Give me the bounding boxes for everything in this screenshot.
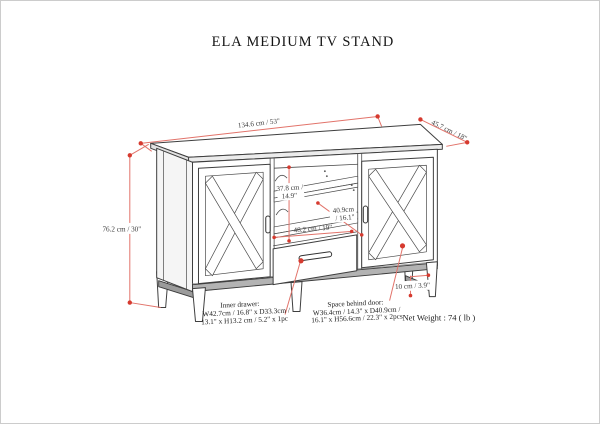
left-side-panel [156, 147, 194, 293]
opening-width-label: 48.2 cm / 19" [293, 223, 332, 234]
leader-inner-drawer [284, 258, 304, 315]
shelf-pin-hole [352, 189, 355, 191]
cable-cutout [275, 208, 289, 216]
opening-height-label-line2: 14.9" [281, 192, 297, 201]
space-behind-door-note: Space behind door: W36.4cm / 14.3" x D40… [311, 298, 403, 324]
inner-drawer-note-title: Inner drawer: [220, 300, 260, 310]
middle-leg [290, 281, 303, 313]
left-door [197, 163, 271, 285]
leg-height-label: 10 cm / 3.9" [395, 281, 431, 291]
inner-drawer-note-line1: W42.7cm / 16.8" x D33.3cm / [202, 307, 291, 319]
space-behind-door-note-line2: 16.1" x H56.6cm / 22.3" x 2pcs [311, 312, 403, 324]
inner-drawer-note-line2: 13.1" x H13.2 cm / 5.2" x 1pc [201, 315, 288, 327]
opening-height-label-line1: 37.8 cm / [276, 183, 303, 193]
dimension-height: 76.2 cm / 30" [95, 143, 161, 309]
front-right-leg [425, 261, 438, 298]
dimension-opening-height: 37.8 cm / 14.9" [276, 165, 305, 243]
shelf-pin-hole [350, 184, 353, 187]
space-behind-door-note-line1: W36.4cm / 14.3" x D40.9cm / [313, 306, 402, 318]
drawer-front [272, 234, 358, 286]
dimension-shelf-depth: 40.9cm / 16.1" [316, 201, 364, 237]
door-x-brace [205, 175, 264, 270]
cable-cutout [274, 174, 288, 182]
height-dimension-label: 76.2 cm / 30" [102, 225, 141, 233]
dimension-opening-width: 48.2 cm / 19" [272, 223, 354, 240]
shelf-pin-hole [323, 170, 326, 173]
front-left-leg [192, 287, 206, 322]
drawer-handle [298, 251, 333, 262]
shelf-pin-hole [325, 175, 328, 178]
inner-drawer-note: Inner drawer: W42.7cm / 16.8" x D33.3cm … [201, 300, 291, 327]
shelf-depth-label-line2: / 16.1" [335, 213, 355, 223]
dimension-leg-height: 10 cm / 3.9" [392, 273, 433, 298]
door-handle [265, 215, 271, 234]
net-weight-label: Net Weight : 74 ( lb ) [403, 312, 476, 322]
right-door [361, 156, 434, 269]
shelf-depth-label-line1: 40.9cm [332, 205, 354, 215]
space-behind-door-note-title: Space behind door: [327, 298, 383, 308]
door-x-brace [368, 168, 427, 253]
leader-space-behind-door [389, 243, 406, 301]
page-title: ELA MEDIUM TV STAND [212, 34, 395, 50]
drawer [272, 231, 358, 286]
door-handle [362, 205, 369, 224]
top-slab [150, 123, 443, 163]
furniture-drawing [150, 123, 443, 322]
